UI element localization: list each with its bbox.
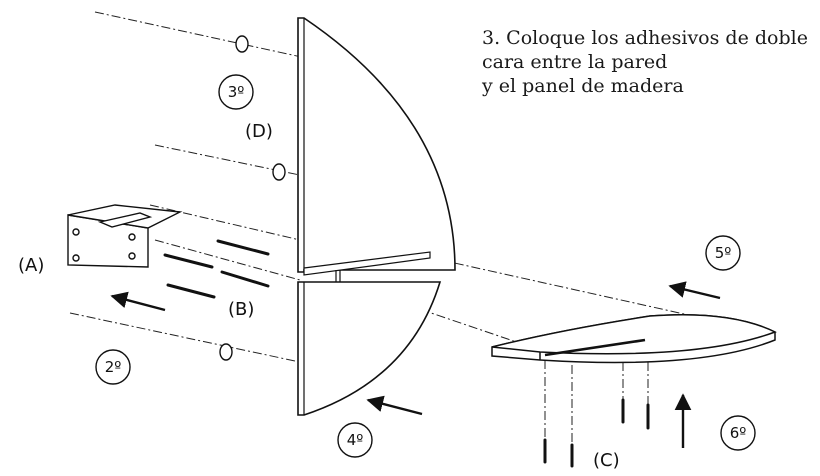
screw-3 bbox=[220, 270, 270, 288]
screw-1 bbox=[216, 239, 270, 256]
step-circle-3 bbox=[218, 74, 254, 110]
part-label-c: (C) bbox=[593, 450, 620, 471]
screws bbox=[163, 239, 270, 299]
guide-line-bracket-top bbox=[149, 204, 301, 241]
step-circle-5 bbox=[705, 235, 741, 271]
shelf-screws bbox=[543, 398, 650, 468]
step-label-6: 6º bbox=[730, 424, 747, 442]
step-label-5: 5º bbox=[715, 244, 732, 262]
part-label-b: (B) bbox=[228, 299, 254, 320]
step-circle-2 bbox=[95, 349, 131, 385]
guide-line-bracket-bottom bbox=[154, 239, 301, 281]
wood-panel-upper bbox=[297, 17, 456, 294]
step-circle-6 bbox=[720, 415, 756, 451]
instruction-line-1: 3. Coloque los adhesivos de doble bbox=[482, 27, 808, 49]
step-label-2: 2º bbox=[105, 358, 122, 376]
instruction-line-2: cara entre la pared bbox=[482, 51, 668, 73]
instruction-text: 3. Coloque los adhesivos de doble cara e… bbox=[482, 26, 812, 98]
step-label-4: 4º bbox=[347, 431, 364, 449]
arrow-step-2 bbox=[110, 291, 166, 312]
instruction-line-3: y el panel de madera bbox=[482, 75, 684, 97]
arrow-step-5 bbox=[668, 281, 721, 300]
arrow-step-4 bbox=[366, 395, 423, 416]
guide-line-shelf-back bbox=[404, 251, 721, 323]
wall-bracket bbox=[67, 204, 183, 268]
shelf bbox=[491, 314, 777, 364]
adhesive-pad-middle bbox=[272, 163, 286, 181]
part-label-a: (A) bbox=[18, 255, 44, 276]
part-label-d: (D) bbox=[245, 121, 273, 142]
step-label-3: 3º bbox=[228, 83, 245, 101]
adhesive-pads bbox=[219, 35, 286, 361]
step-circle-4 bbox=[337, 422, 373, 458]
adhesive-pad-bottom bbox=[219, 343, 233, 361]
screw-4 bbox=[166, 283, 216, 299]
screw-2 bbox=[163, 253, 214, 269]
adhesive-pad-top bbox=[235, 35, 249, 53]
wood-panel-lower bbox=[297, 281, 442, 416]
guide-line-top bbox=[94, 11, 353, 69]
